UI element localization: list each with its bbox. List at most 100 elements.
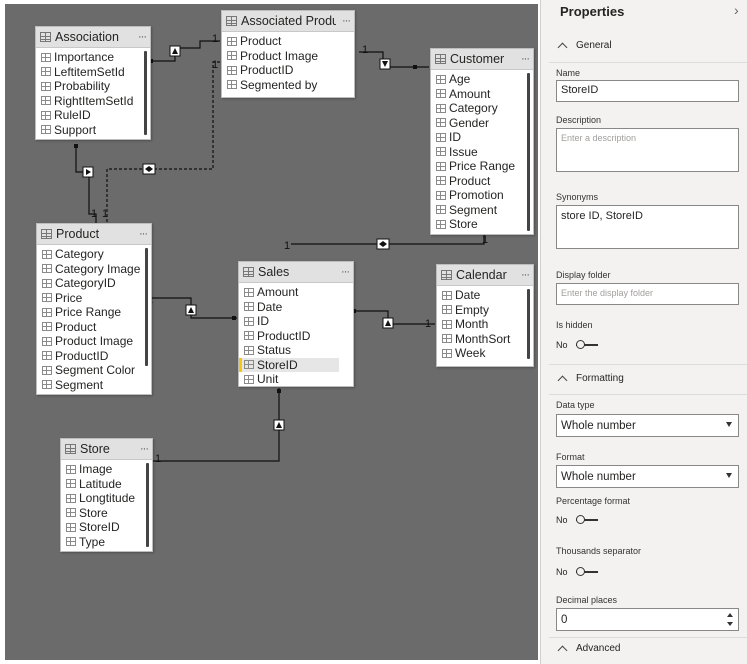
model-diagram-canvas[interactable]: 1 1 1 1 1 1 1 1 1 1 Association ··· Impo… [5,4,538,660]
decrement-icon[interactable] [727,622,733,626]
synonyms-field[interactable]: store ID, StoreID [556,205,739,249]
decimal-places-stepper[interactable]: 0 [556,608,739,631]
field-row[interactable]: Product [37,320,151,335]
increment-icon[interactable] [727,613,733,617]
field-row[interactable]: CategoryID [37,276,151,291]
field-row[interactable]: Week [437,346,533,361]
description-field[interactable]: Enter a description [556,128,739,172]
field-row[interactable]: LeftitemSetId [36,65,150,80]
rel-associatedproduct-customer[interactable] [359,51,429,68]
field-row[interactable]: Age [431,72,533,87]
field-row[interactable]: ID [239,314,353,329]
field-row[interactable]: Category [37,247,151,262]
field-row[interactable]: Date [239,300,353,315]
table-sales[interactable]: Sales ··· Amount Date ID ProductID Statu… [238,261,354,387]
section-formatting-header[interactable]: Formatting [557,373,624,385]
scrollbar[interactable] [527,73,530,231]
field-row[interactable]: RuleID [36,108,150,123]
field-row[interactable]: Product [431,174,533,189]
rel-association-associatedproduct[interactable] [151,40,220,62]
field-row[interactable]: Amount [431,87,533,102]
field-row[interactable]: Importance [36,50,150,65]
field-row[interactable]: Store [431,217,533,232]
table-header[interactable]: Product ··· [37,224,151,245]
field-row[interactable]: Price Range [37,305,151,320]
table-calendar[interactable]: Calendar ··· Date Empty Month MonthSort … [436,264,534,367]
field-row[interactable]: Product [222,34,354,49]
more-options-icon[interactable]: ··· [521,269,530,281]
field-row[interactable]: Category Image [37,262,151,277]
field-row[interactable]: ProductID [222,63,354,78]
scrollbar[interactable] [145,248,148,366]
field-row[interactable]: Segment [431,203,533,218]
scrollbar[interactable] [144,51,147,135]
rel-associatedproduct-product[interactable] [106,61,220,223]
field-row[interactable]: Probability [36,79,150,94]
field-row[interactable]: Category [431,101,533,116]
toggle-switch[interactable] [575,567,598,577]
more-options-icon[interactable]: ··· [139,228,148,240]
field-row[interactable]: Segmented by [222,78,354,93]
field-row[interactable]: Date [437,288,533,303]
table-header[interactable]: Customer ··· [431,49,533,70]
field-row[interactable]: Price [37,291,151,306]
field-row[interactable]: ProductID [239,329,353,344]
section-advanced-header[interactable]: Advanced [557,643,620,655]
field-row[interactable]: Product Image [37,334,151,349]
field-row[interactable]: Gender [431,116,533,131]
field-row[interactable]: Price Range [431,159,533,174]
field-row[interactable]: Amount [239,285,353,300]
is-hidden-toggle[interactable]: No [556,340,598,350]
more-options-icon[interactable]: ··· [341,266,350,278]
field-row[interactable]: Product Image [222,49,354,64]
table-header[interactable]: Associated Product ··· [222,11,354,32]
field-row[interactable]: Promotion [431,188,533,203]
more-options-icon[interactable]: ··· [140,443,149,455]
table-header[interactable]: Sales ··· [239,262,353,283]
table-header[interactable]: Association ··· [36,27,150,48]
field-row[interactable]: Longtitude [61,491,152,506]
data-type-dropdown[interactable]: Whole number [556,414,739,437]
section-general-header[interactable]: General [557,40,612,52]
field-row[interactable]: Store [61,506,152,521]
format-dropdown[interactable]: Whole number [556,465,739,488]
rel-sales-calendar[interactable] [353,310,435,325]
field-row[interactable]: Status [239,343,353,358]
percentage-format-toggle[interactable]: No [556,515,598,525]
field-row[interactable]: Segment Color [37,363,151,378]
toggle-switch[interactable] [575,340,598,350]
field-row[interactable]: Empty [437,303,533,318]
field-row[interactable]: MonthSort [437,332,533,347]
field-row-selected-storeid[interactable]: StoreID [239,357,339,372]
field-row[interactable]: ProductID [37,349,151,364]
field-row[interactable]: Latitude [61,477,152,492]
table-product[interactable]: Product ··· Category Category Image Cate… [36,223,152,395]
scrollbar[interactable] [146,463,149,547]
thousands-separator-toggle[interactable]: No [556,567,598,577]
field-row[interactable]: Type [61,535,152,550]
display-folder-field[interactable]: Enter the display folder [556,283,739,305]
table-header[interactable]: Store ··· [61,439,152,460]
field-row[interactable]: StoreID [61,520,152,535]
rel-customer-line[interactable] [291,235,485,245]
field-row[interactable]: ID [431,130,533,145]
table-association[interactable]: Association ··· Importance LeftitemSetId… [35,26,151,140]
rel-store-sales[interactable] [153,388,280,462]
more-options-icon[interactable]: ··· [342,15,351,27]
field-row[interactable]: RightItemSetId [36,94,150,109]
field-row[interactable]: Unit [239,372,353,387]
scrollbar[interactable] [527,289,530,359]
rel-association-product[interactable] [75,144,97,223]
table-store[interactable]: Store ··· Image Latitude Longtitude Stor… [60,438,153,552]
field-row[interactable]: Segment [37,378,151,393]
chevron-right-icon[interactable]: › [734,2,739,18]
more-options-icon[interactable]: ··· [521,53,530,65]
field-row[interactable]: Month [437,317,533,332]
more-options-icon[interactable]: ··· [138,31,147,43]
table-associated-product[interactable]: Associated Product ··· Product Product I… [221,10,355,98]
table-customer[interactable]: Customer ··· Age Amount Category Gender … [430,48,534,235]
field-row[interactable]: Image [61,462,152,477]
toggle-switch[interactable] [575,515,598,525]
name-field[interactable]: StoreID [556,80,739,102]
field-row[interactable]: Support [36,123,150,138]
